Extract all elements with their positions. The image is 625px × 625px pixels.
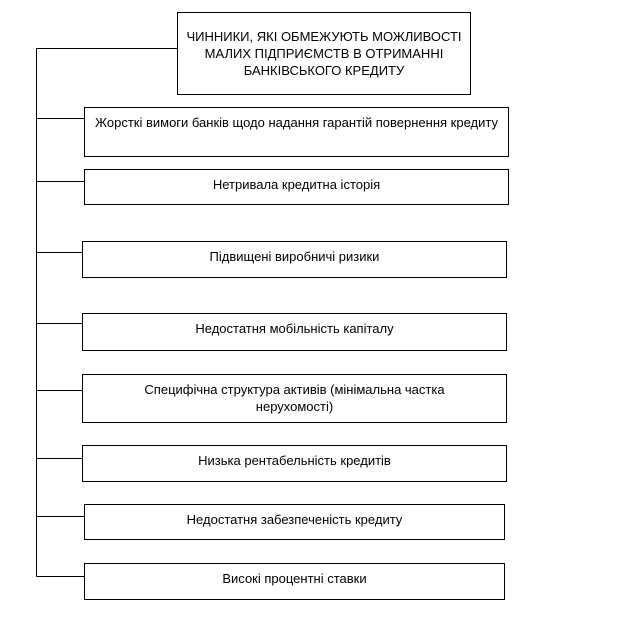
factor-label-5: Специфічна структура активів (мінімальна… — [144, 382, 445, 414]
factor-label-1: Жорсткі вимоги банків щодо надання гаран… — [95, 115, 498, 130]
factor-box-7: Недостатня забезпеченість кредиту — [84, 504, 505, 540]
factor-label-2: Нетривала кредитна історія — [212, 177, 381, 192]
factor-label-3: Підвищені виробничі ризики — [209, 249, 380, 264]
factor-box-5: Специфічна структура активів (мінімальна… — [82, 374, 507, 423]
factor-box-4: Недостатня мобільність капіталу — [82, 313, 507, 351]
factor-label-8: Високі процентні ставки — [222, 571, 367, 586]
factor-box-2: Нетривала кредитна історія — [84, 169, 509, 205]
factor-label-4: Недостатня мобільність капіталу — [195, 321, 394, 336]
title-text: ЧИННИКИ, ЯКІ ОБМЕЖУЮТЬ МОЖЛИВОСТІ МАЛИХ … — [186, 29, 462, 78]
factor-box-1: Жорсткі вимоги банків щодо надання гаран… — [84, 107, 509, 157]
title-box: ЧИННИКИ, ЯКІ ОБМЕЖУЮТЬ МОЖЛИВОСТІ МАЛИХ … — [177, 12, 471, 95]
factor-box-3: Підвищені виробничі ризики — [82, 241, 507, 278]
factor-box-8: Високі процентні ставки — [84, 563, 505, 600]
factor-box-6: Низька рентабельність кредитів — [82, 445, 507, 482]
factor-label-6: Низька рентабельність кредитів — [198, 453, 391, 468]
factor-label-7: Недостатня забезпеченість кредиту — [186, 512, 403, 527]
